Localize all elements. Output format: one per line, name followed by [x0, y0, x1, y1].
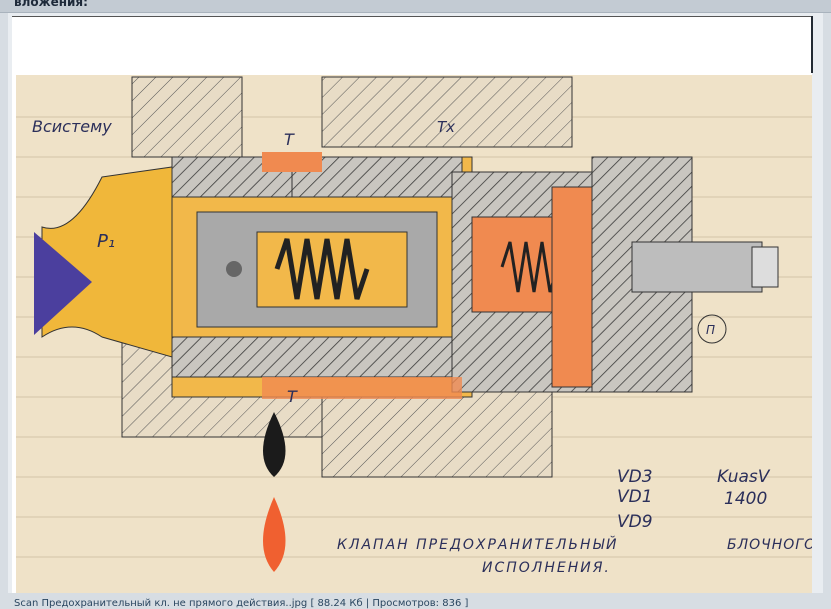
attachment-filename[interactable]: Scan Предохранительный кл. не прямого де… — [14, 598, 308, 609]
drawing-title-1: КЛАПАН ПРЕДОХРАНИТЕЛЬНЫЙ — [337, 535, 619, 553]
drawing-title-1b: БЛОЧНОГО — [727, 537, 812, 553]
drawing-title-2: ИСПОЛНЕНИЯ. — [482, 560, 611, 576]
model-1: VD3 — [617, 467, 653, 487]
spec-1: KuasV — [717, 467, 771, 487]
valve-drawing: Всистему P₁ T Tx T П VD3 VD1 VD9 KuasV 1… — [12, 17, 812, 593]
attachment-image[interactable]: Всистему P₁ T Tx T П VD3 VD1 VD9 KuasV 1… — [12, 16, 812, 593]
model-3: VD9 — [617, 512, 653, 532]
views-label: Просмотров: — [372, 598, 440, 609]
attachments-header: вложения: — [0, 0, 831, 13]
label-p: П — [706, 323, 715, 337]
model-2: VD1 — [617, 487, 653, 507]
label-t-top: T — [284, 130, 295, 149]
section-title: вложения: — [14, 0, 88, 9]
label-system: Всистему — [32, 117, 112, 136]
image-edge — [811, 16, 813, 73]
spec-2: 1400 — [724, 489, 767, 509]
label-p1: P₁ — [97, 231, 115, 252]
attachment-size: 88.24 Кб — [317, 598, 363, 609]
label-tx: Tx — [437, 118, 455, 136]
views-count: 836 — [442, 598, 462, 609]
label-t-bottom: T — [287, 387, 298, 406]
attachment-caption: Scan Предохранительный кл. не прямого де… — [14, 598, 469, 609]
